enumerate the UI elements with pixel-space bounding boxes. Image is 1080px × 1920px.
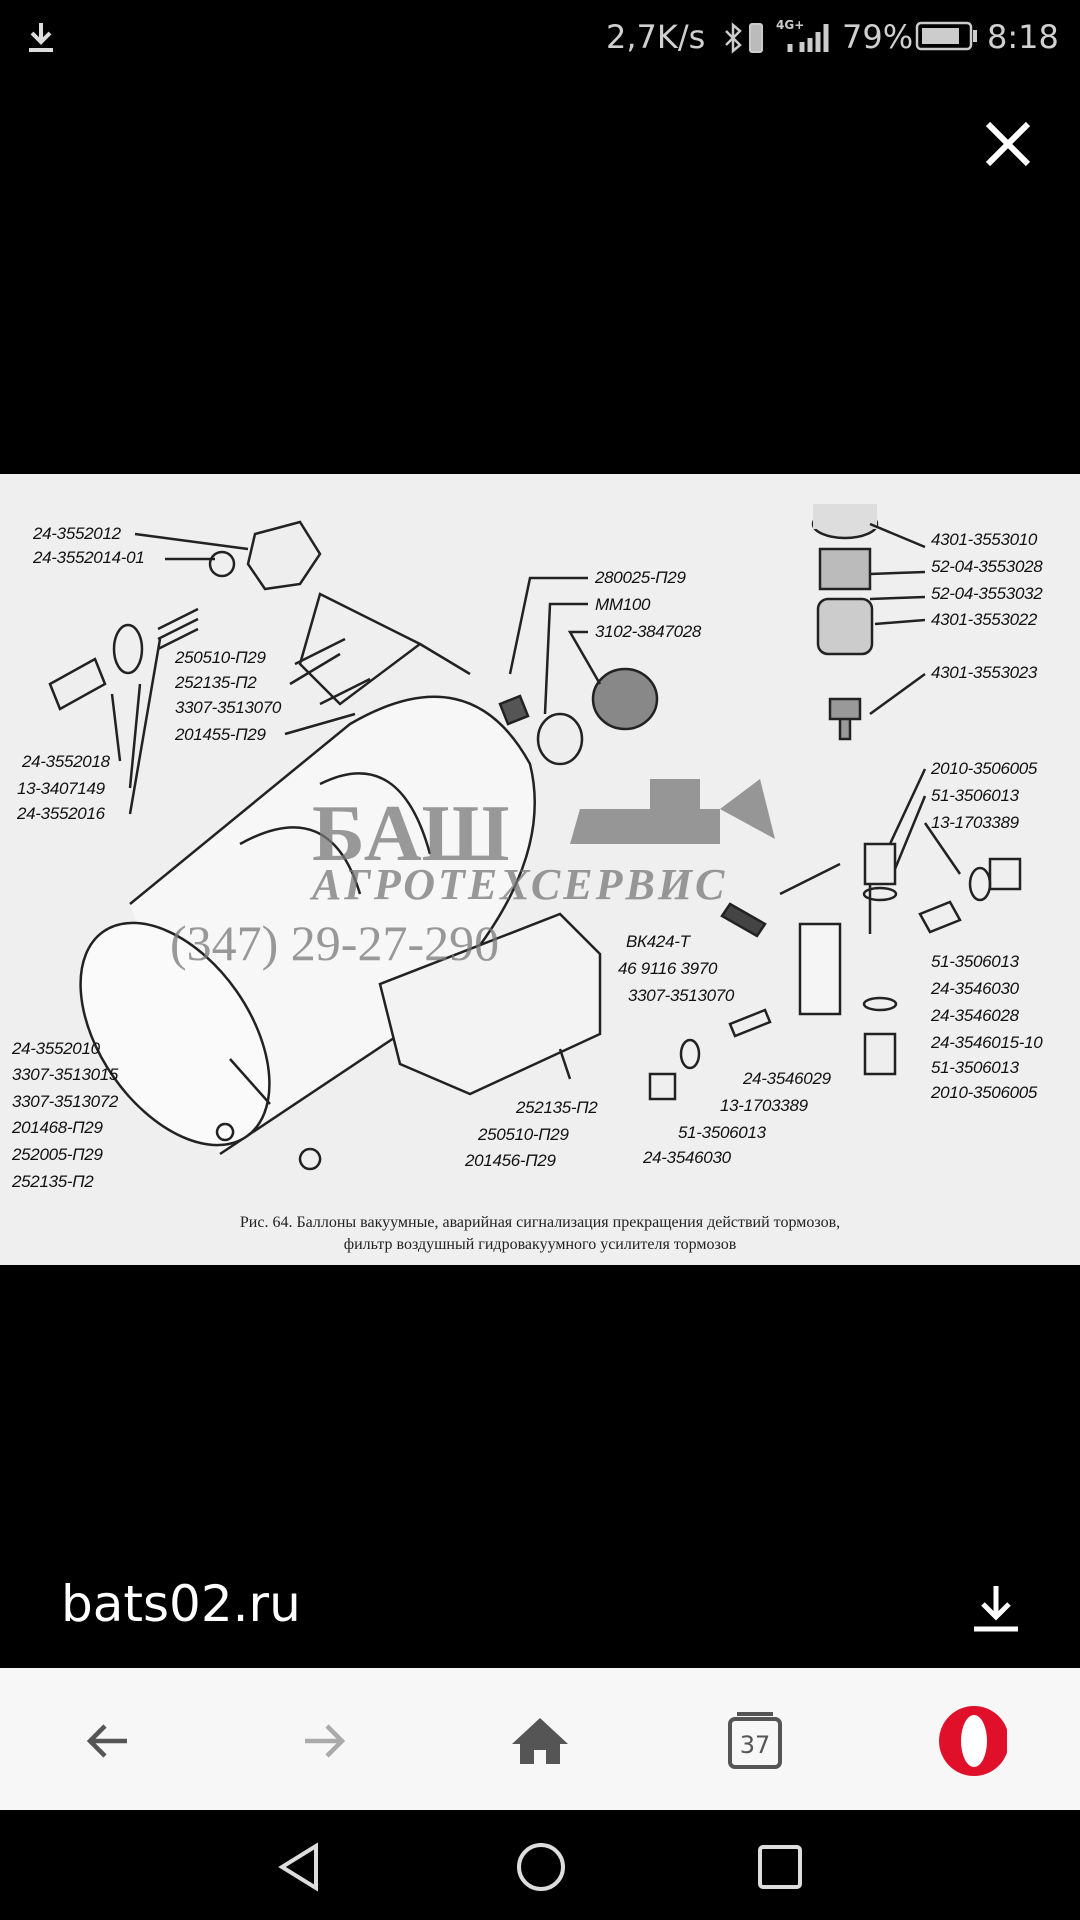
part-label: 24-3552016: [17, 804, 105, 823]
part-label: 24-3546028: [931, 1006, 1019, 1025]
part-label: 24-3546030: [643, 1148, 731, 1167]
part-label: 3307-3513072: [12, 1092, 119, 1111]
tabs-icon: [728, 1712, 782, 1769]
part-label: 250510-П29: [478, 1125, 569, 1144]
close-icon[interactable]: [983, 119, 1033, 169]
part-label: 252135-П2: [516, 1098, 598, 1117]
nav-back-icon[interactable]: [276, 1842, 322, 1892]
tab-count: 37: [739, 1731, 771, 1759]
part-label: 4301-3553023: [931, 663, 1038, 682]
figure-caption-line1: Рис. 64. Баллоны вакуумные, аварийная си…: [239, 1214, 841, 1231]
part-label: 3102-3847028: [595, 622, 702, 641]
part-label: 24-3552014-01: [33, 548, 145, 567]
part-label: 2010-3506005: [931, 1083, 1038, 1102]
part-label: 201455-П29: [175, 725, 266, 744]
part-label: 13-3407149: [17, 779, 105, 798]
part-label: 24-3546029: [743, 1069, 831, 1088]
arrow-left-icon: [86, 1724, 127, 1758]
tabs-button[interactable]: 37: [720, 1706, 790, 1776]
vibrate-battery-icon: [749, 23, 763, 53]
forward-button[interactable]: [289, 1706, 359, 1776]
system-navigation-bar: [0, 1810, 1080, 1920]
download-icon[interactable]: [970, 1582, 1022, 1634]
part-label: ММ100: [595, 595, 651, 614]
part-label: 201468-П29: [12, 1118, 103, 1137]
opera-logo-icon: [939, 1706, 1007, 1776]
part-label: 24-3552010: [12, 1039, 100, 1058]
part-label: 4301-3553010: [931, 530, 1038, 549]
part-label: 252005-П29: [12, 1145, 103, 1164]
part-label: ВК424-Т: [626, 932, 690, 951]
part-label: 51-3506013: [678, 1123, 766, 1142]
part-label: 51-3506013: [931, 952, 1019, 971]
home-icon: [512, 1718, 568, 1764]
figure-caption-line2: фильтр воздушный гидровакуумного усилите…: [343, 1236, 737, 1253]
part-label: 280025-П29: [595, 568, 686, 587]
part-label: 252135-П2: [175, 673, 257, 692]
part-label: 250510-П29: [175, 648, 266, 667]
part-label: 46 9116 3970: [618, 959, 718, 978]
download-notification-icon: [29, 23, 53, 52]
watermark-bulldozer-icon: [570, 779, 775, 844]
part-label: 4301-3553022: [931, 610, 1038, 629]
part-label: 24-3546030: [931, 979, 1019, 998]
watermark-company: АГРОТЕХСЕРВИС: [312, 860, 728, 909]
home-button[interactable]: [505, 1706, 575, 1776]
browser-toolbar: 37: [0, 1668, 1080, 1810]
part-label: 51-3506013: [931, 1058, 1019, 1077]
arrow-right-icon: [305, 1724, 346, 1758]
part-label: 3307-3513070: [628, 986, 735, 1005]
part-label: 24-3546015-10: [931, 1033, 1043, 1052]
signal-icon: [787, 24, 829, 52]
part-label: 13-1703389: [931, 813, 1019, 832]
watermark-name: БАШ: [312, 790, 510, 878]
back-button[interactable]: [73, 1706, 143, 1776]
part-label: 51-3506013: [931, 786, 1019, 805]
part-label: 24-3552012: [33, 524, 121, 543]
part-label: 3307-3513015: [12, 1065, 119, 1084]
battery-icon: [915, 21, 977, 51]
part-label: 3307-3513070: [175, 698, 282, 717]
image-source-link[interactable]: bats02.ru: [61, 1575, 301, 1633]
part-label: 52-04-3553032: [931, 584, 1043, 603]
parts-diagram-image[interactable]: БАШ АГРОТЕХСЕРВИС (347) 29-27-290 24-355…: [0, 474, 1080, 1265]
network-type: 4G+: [776, 18, 805, 32]
nav-home-icon[interactable]: [515, 1841, 567, 1893]
battery-percent: 79%: [842, 18, 914, 56]
part-label: 24-3552018: [22, 752, 110, 771]
part-label: 2010-3506005: [931, 759, 1038, 778]
nav-recents-icon[interactable]: [757, 1844, 803, 1890]
clock: 8:18: [987, 18, 1059, 56]
bluetooth-icon: [725, 22, 742, 54]
part-label: 201456-П29: [465, 1151, 556, 1170]
part-label: 52-04-3553028: [931, 557, 1043, 576]
opera-menu-button[interactable]: [937, 1706, 1007, 1776]
part-label: 252135-П2: [12, 1172, 94, 1191]
status-bar: 2,7K/s 4G+ 79% 8:18: [0, 0, 1080, 75]
network-speed: 2,7K/s: [606, 18, 706, 56]
part-label: 13-1703389: [720, 1096, 808, 1115]
watermark-phone: (347) 29-27-290: [170, 915, 500, 971]
diagram-drawing: [48, 504, 1022, 1171]
